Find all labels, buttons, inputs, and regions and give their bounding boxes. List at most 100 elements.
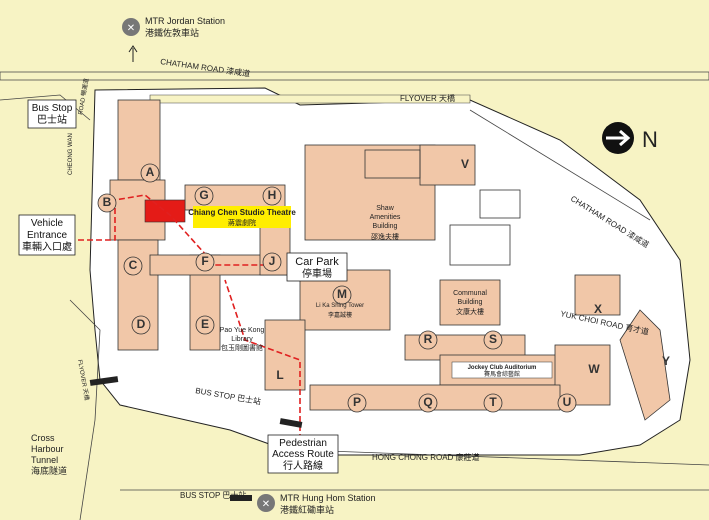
cross-l1: Cross xyxy=(31,433,55,443)
building-block-y xyxy=(619,309,671,421)
marker-f xyxy=(195,252,215,272)
pedestrian-en1: Pedestrian xyxy=(279,438,327,449)
letter-j: J xyxy=(269,254,276,268)
letter-e: E xyxy=(201,317,209,331)
bus-stop-hatch-3 xyxy=(230,495,252,501)
car-park-callout: Car Park 停車場 xyxy=(286,252,348,282)
pedestrian-route xyxy=(224,279,301,440)
building-block-communal xyxy=(439,279,501,326)
letter-c: C xyxy=(129,258,138,272)
marker-b xyxy=(97,193,117,213)
jockey-label-bg xyxy=(451,361,553,379)
marker-c xyxy=(123,256,143,276)
communal-label-1: Communal xyxy=(453,290,487,297)
flyover-left xyxy=(69,299,101,520)
road-cheong-wan: CHEONG WAN xyxy=(68,133,74,175)
marker-e xyxy=(195,315,215,335)
theatre-label-zh: 蔣震劇院 xyxy=(228,218,256,227)
letter-w: W xyxy=(588,362,600,376)
letter-a: A xyxy=(146,165,155,179)
mtr-hunghom-icon xyxy=(257,494,275,512)
sports-field-2 xyxy=(479,189,521,219)
letter-l: L xyxy=(276,368,283,382)
marker-g xyxy=(194,186,214,206)
marker-p xyxy=(347,393,367,413)
vehicle-zh: 車輛入口處 xyxy=(22,240,72,253)
letter-y: Y xyxy=(662,354,670,368)
vehicle-en2: Entrance xyxy=(27,230,67,241)
marker-j xyxy=(262,252,282,272)
letter-x: X xyxy=(594,302,602,316)
cross-zh: 海底隧道 xyxy=(31,465,67,476)
communal-label-zh: 文康大樓 xyxy=(456,307,484,316)
mtr-hunghom-zh: 港鐵紅磡車站 xyxy=(280,504,334,515)
shaw-label-2: Amenities xyxy=(370,214,401,221)
bus-stop-zh: 巴士站 xyxy=(37,113,67,126)
sports-field-1 xyxy=(449,224,511,266)
mtr-hunghom-en: MTR Hung Hom Station xyxy=(280,493,376,503)
bus-stop-hatch-2 xyxy=(279,418,303,428)
letter-h: H xyxy=(268,188,277,202)
marker-d xyxy=(131,315,151,335)
letter-v: V xyxy=(461,157,469,171)
vehicle-en1: Vehicle xyxy=(31,218,64,229)
car-park-zh: 停車場 xyxy=(302,267,332,280)
letter-m: M xyxy=(337,287,347,301)
chatham-road xyxy=(0,71,709,81)
mtr-jordan-icon xyxy=(122,18,140,36)
lks-label: Li Ka Shing Tower xyxy=(316,303,364,309)
pedestrian-zh: 行人路線 xyxy=(283,459,323,472)
theatre-label-bg xyxy=(193,206,291,228)
letter-r: R xyxy=(424,332,433,346)
mtr-jordan-icon-glyph: ✕ xyxy=(127,23,135,34)
marker-a xyxy=(140,163,160,183)
pedestrian-callout: Pedestrian Access Route 行人路線 xyxy=(267,434,339,474)
car-park-en: Car Park xyxy=(295,256,339,268)
building-block-x xyxy=(574,274,621,316)
theatre-label: Chiang Chen Studio Theatre xyxy=(188,208,296,217)
mtr-jordan-zh: 港鐵佐敦車站 xyxy=(145,27,199,38)
marker-q xyxy=(418,393,438,413)
marker-h xyxy=(262,186,282,206)
pedestrian-en2: Access Route xyxy=(272,449,334,460)
jockey-label: Jockey Club Auditorium xyxy=(468,365,537,371)
letter-u: U xyxy=(563,395,572,409)
bus-stop-hatch-1 xyxy=(89,376,119,386)
sports-field-3 xyxy=(364,149,421,179)
cross-harbour-label: Cross Harbour Tunnel 海底隧道 xyxy=(31,433,67,476)
theatre-building xyxy=(144,199,186,223)
lks-label-zh: 李嘉誠樓 xyxy=(328,311,352,319)
block-markers xyxy=(97,163,577,413)
road-diagonal-right xyxy=(469,109,651,221)
mtr-hunghom-icon-glyph: ✕ xyxy=(262,499,270,510)
hong-chong-road xyxy=(299,449,709,466)
road-bus-stop-bottom: BUS STOP 巴士站 xyxy=(180,490,246,500)
road-upper-left xyxy=(0,94,91,121)
north-label: N xyxy=(642,127,658,152)
north-arrow-glyph xyxy=(606,129,631,147)
letter-p: P xyxy=(353,395,361,409)
shaw-label-zh: 邵逸夫樓 xyxy=(371,232,399,241)
shaw-label-1: Shaw xyxy=(376,205,394,212)
building-block-shaw xyxy=(304,144,436,241)
cross-l3: Tunnel xyxy=(31,455,58,465)
block-marker-letters: A B C D E F G H J M P Q R S T U L V W X … xyxy=(103,157,670,409)
letter-q: Q xyxy=(423,395,432,409)
shaw-label-3: Building xyxy=(373,223,398,230)
marker-t xyxy=(483,393,503,413)
letter-b: B xyxy=(103,195,112,209)
mtr-jordan-en: MTR Jordan Station xyxy=(145,16,225,26)
library-label-1: Pao Yue Kong xyxy=(220,327,265,334)
letter-t: T xyxy=(489,395,497,409)
jordan-arrow xyxy=(128,45,138,62)
road-hong-chong: HONG CHONG ROAD 康莊道 xyxy=(372,452,480,462)
communal-label-2: Building xyxy=(458,299,483,306)
bus-stop-callout: Bus Stop 巴士站 xyxy=(27,99,77,129)
letter-f: F xyxy=(201,254,208,268)
vehicle-entrance-callout: Vehicle Entrance 車輛入口處 xyxy=(18,214,76,256)
bus-stop-en: Bus Stop xyxy=(32,103,73,114)
road-flyover-top: FLYOVER 天橋 xyxy=(400,93,455,103)
cross-l2: Harbour xyxy=(31,444,64,454)
library-label-zh: 包玉剛圖書館 xyxy=(221,343,263,352)
